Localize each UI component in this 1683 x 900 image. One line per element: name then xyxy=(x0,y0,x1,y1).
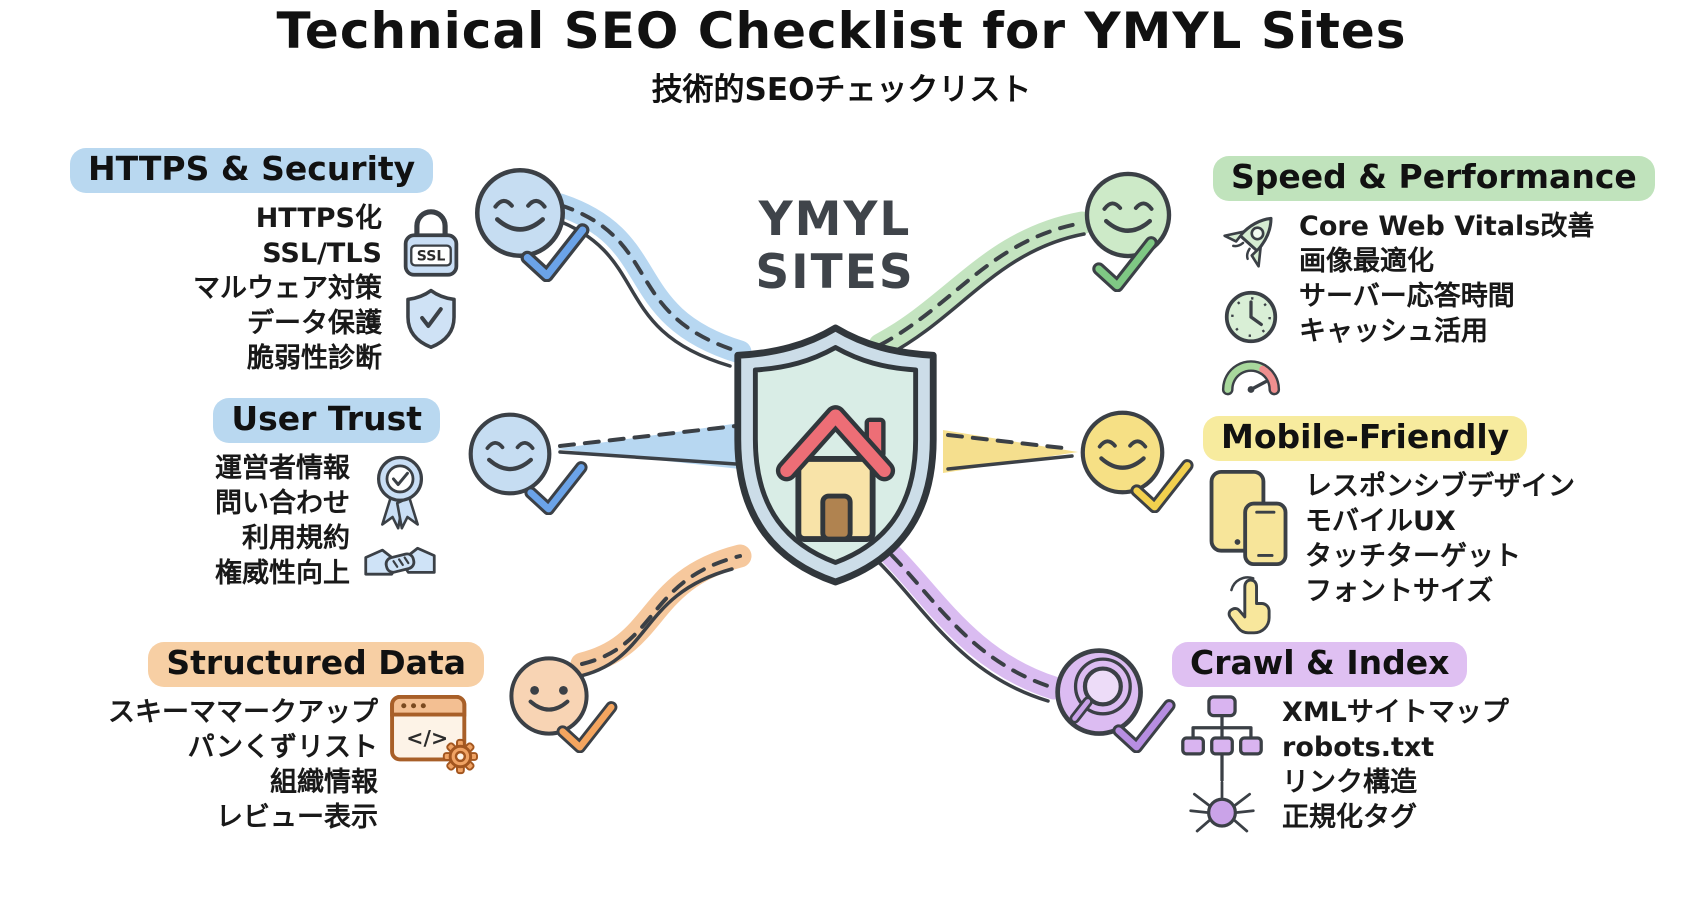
smiley-face-speed xyxy=(1084,171,1172,259)
check-icon-https xyxy=(520,223,590,282)
checklist-item: 脆弱性診断 xyxy=(247,343,382,375)
smiley-face-trust xyxy=(468,412,552,496)
checklist-item: SSL/TLS xyxy=(262,238,382,270)
checklist-item: robots.txt xyxy=(1282,732,1435,764)
checklist-item: タッチターゲット xyxy=(1305,541,1521,573)
gear-icon xyxy=(442,739,478,775)
checklist-item: レスポンシブデザイン xyxy=(1305,471,1575,503)
smiley-face-https xyxy=(475,168,565,258)
magnifier-badge-icon xyxy=(1055,648,1143,736)
medal-icon xyxy=(376,456,424,530)
checklist-item: データ保護 xyxy=(247,308,382,340)
check-icon-speed xyxy=(1092,236,1158,292)
connector-mobile xyxy=(943,430,1078,473)
smiley-face-structured xyxy=(509,656,589,736)
checklist-item: 画像最適化 xyxy=(1299,246,1434,278)
tablet-phone-icon xyxy=(1209,470,1288,567)
code-label: </> xyxy=(406,726,448,750)
check-icon-crawl xyxy=(1112,699,1176,753)
checklist-item: 利用規約 xyxy=(242,523,350,555)
section-title-https: HTTPS & Security xyxy=(70,148,434,194)
gauge-icon xyxy=(1221,360,1281,396)
checklist-item: モバイルUX xyxy=(1305,506,1456,538)
checklist-item: XMLサイトマップ xyxy=(1282,697,1509,729)
checklist-item: Core Web Vitals改善 xyxy=(1299,211,1595,243)
check-icon-trust xyxy=(524,461,588,515)
clock-icon xyxy=(1224,291,1278,344)
section-title-speed: Speed & Performance xyxy=(1213,156,1655,202)
section-mobile-friendly: Mobile-Friendly レスポンシブデザイン モバイルUX xyxy=(1203,416,1678,637)
section-structured-data: Structured Data スキーママークアップ パンくずリスト 組織情報 … xyxy=(52,642,484,835)
connector-speed xyxy=(868,211,1094,358)
section-https-security: HTTPS & Security HTTPS化 SSL/TLS マルウェア対策 … xyxy=(70,148,470,376)
section-crawl-index: Crawl & Index XMLサイトマップ robots.txt xyxy=(1172,642,1672,835)
section-title-mobile: Mobile-Friendly xyxy=(1203,416,1528,462)
checklist-item: 正規化タグ xyxy=(1282,802,1417,834)
section-user-trust: User Trust 運営者情報 問い合わせ 利用規約 権威性向上 xyxy=(95,398,440,591)
section-speed-performance: Speed & Performance xyxy=(1213,156,1678,397)
checklist-item: キャッシュ活用 xyxy=(1299,316,1488,348)
smiley-face-mobile xyxy=(1080,410,1165,495)
checklist-item: スキーママークアップ xyxy=(108,697,378,729)
section-title-structured: Structured Data xyxy=(148,642,484,688)
ssl-lock-icon: SSL xyxy=(403,209,459,277)
checklist-item: サーバー応答時間 xyxy=(1299,281,1515,313)
checklist-item: 運営者情報 xyxy=(215,453,350,485)
center-label: YMYL SITES xyxy=(690,192,980,300)
checklist-item: HTTPS化 xyxy=(255,203,382,235)
connector-structured xyxy=(570,544,752,679)
check-icon-mobile xyxy=(1130,459,1194,513)
section-title-trust: User Trust xyxy=(213,398,440,444)
center-label-line2: SITES xyxy=(755,244,915,300)
ssl-label: SSL xyxy=(417,249,446,265)
checklist-item: 問い合わせ xyxy=(215,488,350,520)
checklist-item: フォントサイズ xyxy=(1305,576,1494,608)
sitemap-icon xyxy=(1181,695,1263,782)
center-label-line1: YMYL xyxy=(758,192,912,247)
checklist-item: 権威性向上 xyxy=(215,558,350,590)
check-icon-structured xyxy=(556,701,618,753)
checklist-item: マルウェア対策 xyxy=(193,273,382,305)
code-window-icon: </> xyxy=(390,695,478,775)
handshake-icon xyxy=(364,547,436,576)
touch-hand-icon xyxy=(1227,576,1271,635)
checklist-item: レビュー表示 xyxy=(216,802,378,834)
rocket-icon xyxy=(1223,217,1273,268)
shield-check-icon xyxy=(406,289,456,350)
spider-icon xyxy=(1189,781,1255,833)
page-subtitle: 技術的SEOチェックリスト xyxy=(651,72,1032,108)
connector-trust xyxy=(556,423,740,469)
section-title-crawl: Crawl & Index xyxy=(1172,642,1468,688)
checklist-item: 組織情報 xyxy=(270,767,378,799)
shield-house-icon xyxy=(734,324,937,586)
checklist-item: パンくずリスト xyxy=(187,732,378,764)
page-title: Technical SEO Checklist for YMYL Sites xyxy=(276,2,1407,60)
checklist-item: リンク構造 xyxy=(1282,767,1417,799)
